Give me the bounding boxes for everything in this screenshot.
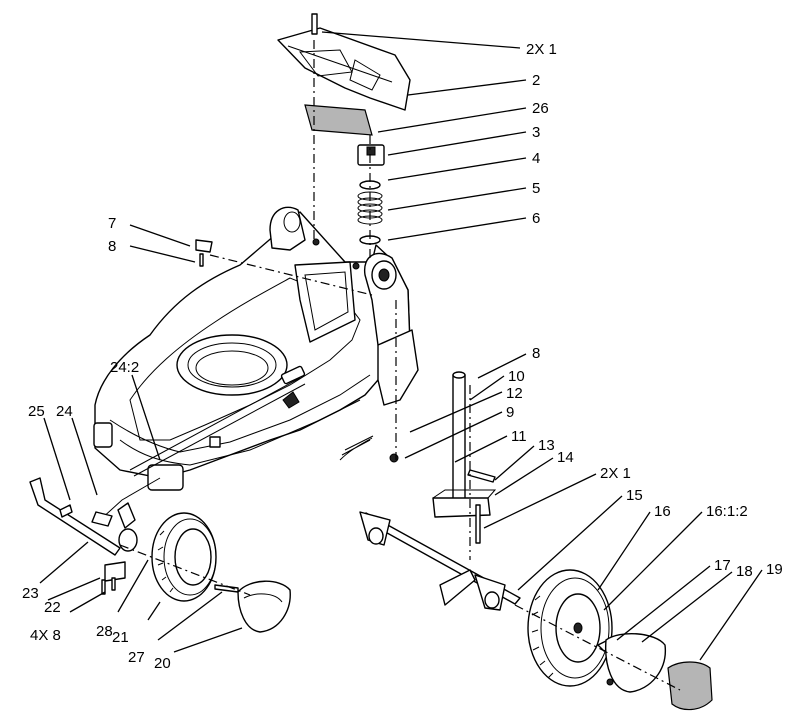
callout-24-2: 24:2 bbox=[110, 359, 139, 376]
callout-22: 22 bbox=[44, 599, 61, 616]
mower-deck-housing bbox=[93, 206, 419, 491]
callout-24: 24 bbox=[56, 403, 73, 420]
callout-9: 9 bbox=[506, 404, 514, 421]
callout-8-left: 8 bbox=[108, 238, 116, 255]
callout-16-1-2: 16:1:2 bbox=[706, 503, 748, 520]
leader-lines bbox=[39, 31, 763, 661]
callout-7: 7 bbox=[108, 215, 116, 232]
assembly-center-lines bbox=[119, 40, 681, 691]
callout-6: 6 bbox=[532, 210, 540, 227]
callout-8-right: 8 bbox=[532, 345, 540, 362]
callout-12: 12 bbox=[506, 385, 523, 402]
callout-14: 14 bbox=[557, 449, 574, 466]
callout-5: 5 bbox=[532, 180, 540, 197]
callout-15: 15 bbox=[626, 487, 643, 504]
callout-11: 11 bbox=[511, 428, 527, 445]
callout-17: 17 bbox=[714, 557, 731, 574]
callout-13: 13 bbox=[538, 437, 555, 454]
callout-21: 21 bbox=[112, 629, 129, 646]
callout-23: 23 bbox=[22, 585, 39, 602]
callout-27: 27 bbox=[128, 649, 145, 666]
front-axle-assembly bbox=[29, 477, 291, 633]
callout-25: 25 bbox=[28, 403, 45, 420]
callout-26: 26 bbox=[532, 100, 549, 117]
callout-28: 28 bbox=[96, 623, 113, 640]
callout-3: 3 bbox=[532, 124, 540, 141]
callout-19: 19 bbox=[766, 561, 783, 578]
callout-18: 18 bbox=[736, 563, 753, 580]
callout-4x8: 4X 8 bbox=[30, 627, 61, 644]
callout-2x1-top: 2X 1 bbox=[526, 41, 557, 58]
callout-10: 10 bbox=[508, 368, 525, 385]
callout-labels: 2X 1 2 26 3 4 5 6 7 8 8 10 12 9 11 13 14… bbox=[22, 41, 783, 672]
callout-2x1-right: 2X 1 bbox=[600, 465, 631, 482]
rear-axle-assembly bbox=[339, 371, 713, 711]
callout-4: 4 bbox=[532, 150, 540, 167]
callout-2: 2 bbox=[532, 72, 540, 89]
callout-16: 16 bbox=[654, 503, 671, 520]
callout-20: 20 bbox=[154, 655, 171, 672]
